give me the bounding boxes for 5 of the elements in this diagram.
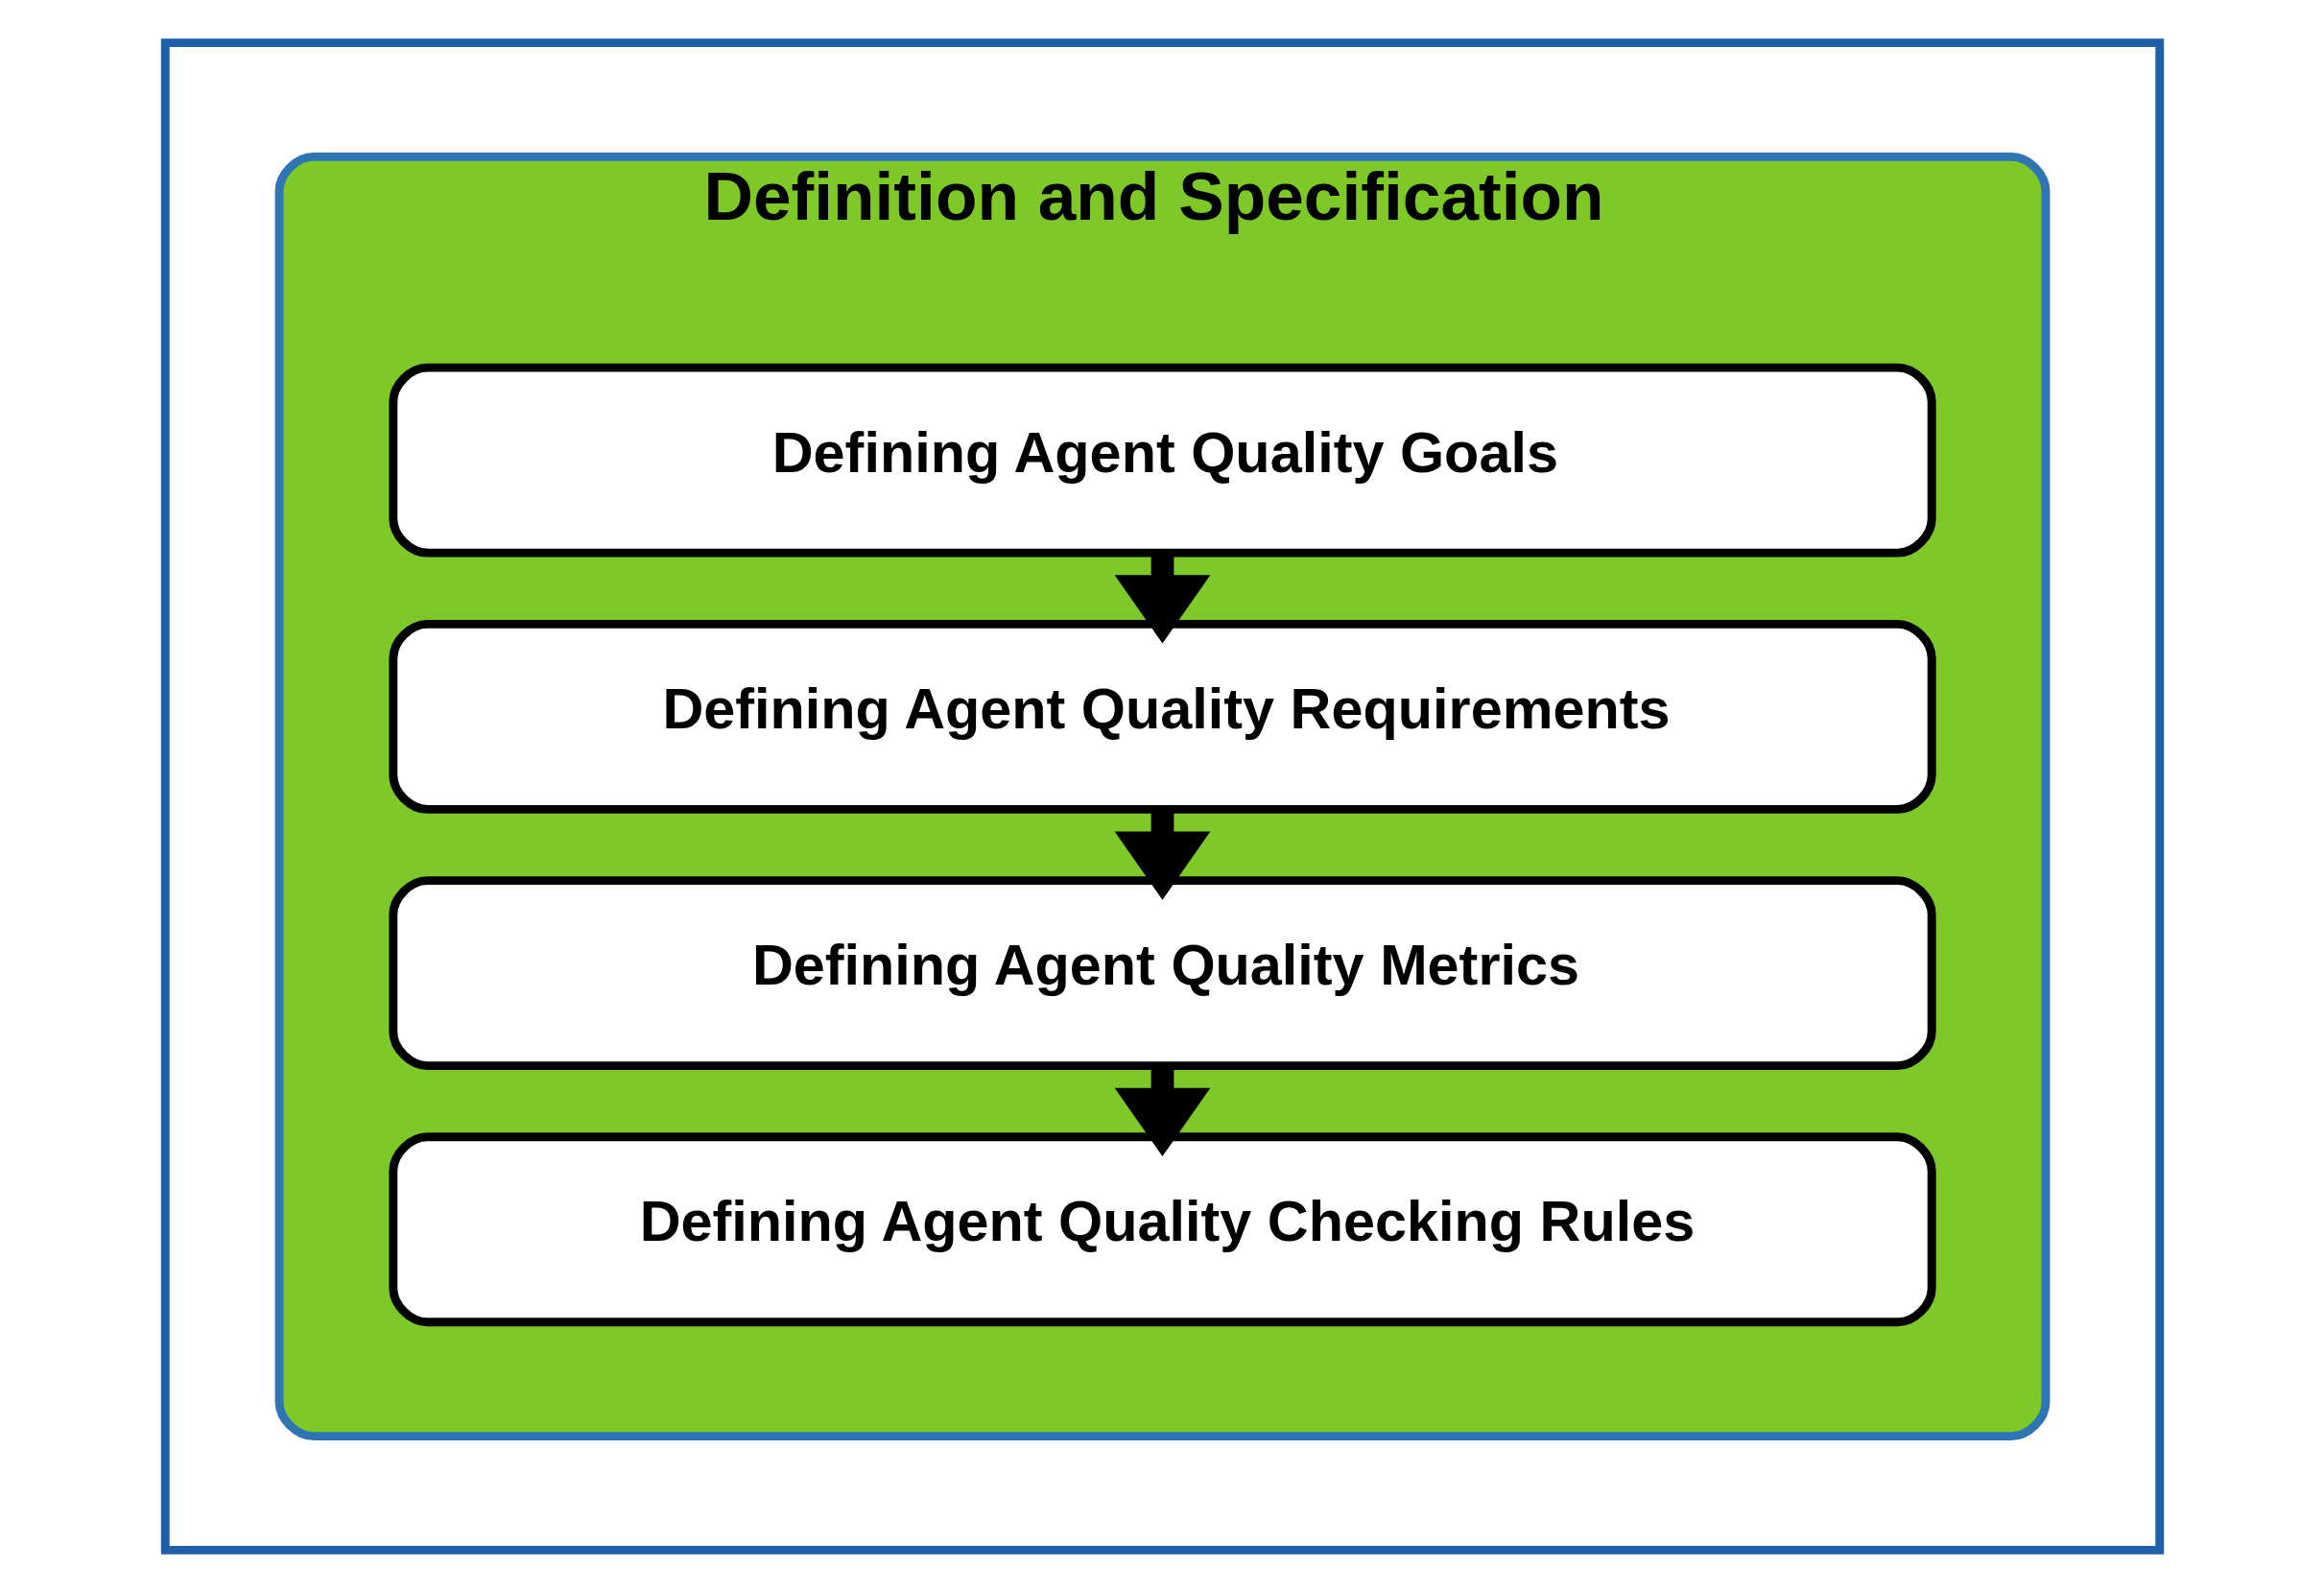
cluster: [160, 37, 2164, 1555]
node-box: Defining Agent Quality Checking Rules: [388, 1131, 1936, 1326]
node-box: Defining Agent Quality Goals: [388, 363, 1936, 558]
node-box: Defining Agent Quality Metrics: [388, 875, 1936, 1070]
node-box: Defining Agent Quality Requirements: [388, 619, 1936, 814]
